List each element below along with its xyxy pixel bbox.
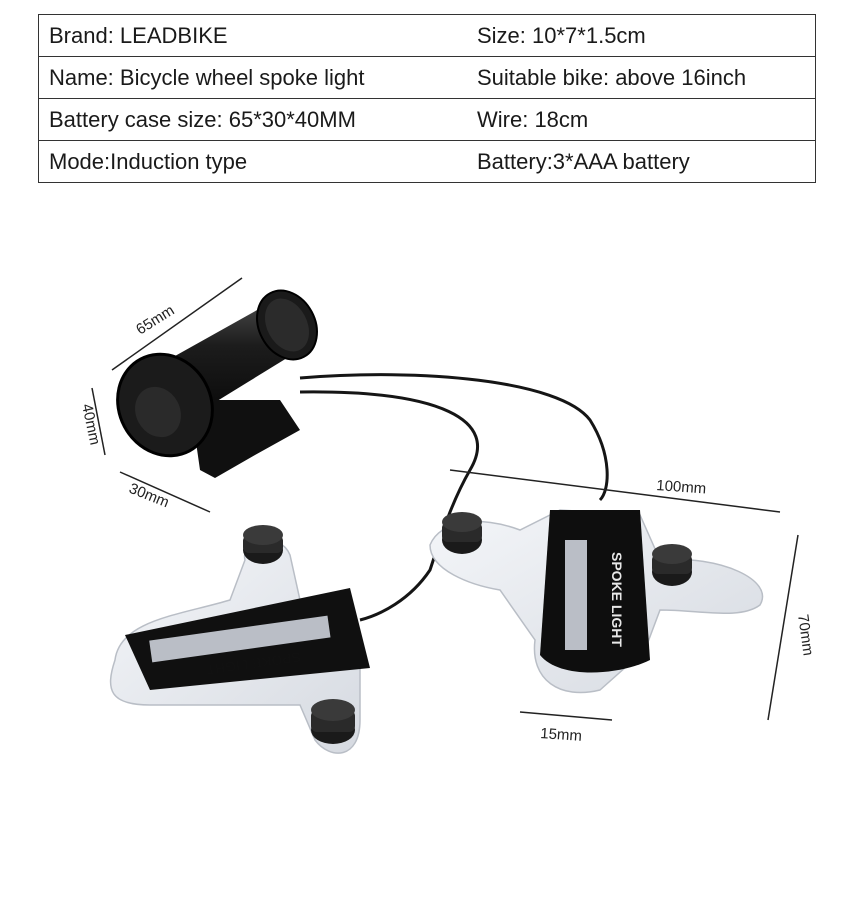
spec-row: Mode:Induction type Battery:3*AAA batter… xyxy=(38,140,816,183)
spec-row: Battery case size: 65*30*40MM Wire: 18cm xyxy=(38,98,816,141)
product-illustration: SPOKE LIGHT SPOKE LIGHT xyxy=(78,277,817,754)
knob xyxy=(442,512,482,554)
light-length-label: 100mm xyxy=(656,477,707,497)
spec-row: Brand: LEADBIKE Size: 10*7*1.5cm xyxy=(38,14,816,57)
battery-case xyxy=(116,289,318,478)
knob xyxy=(311,699,355,744)
spec-mode: Mode:Induction type xyxy=(38,140,467,183)
spec-name: Name: Bicycle wheel spoke light xyxy=(38,56,467,99)
dimension-lines xyxy=(91,277,799,721)
spec-battery-case-size: Battery case size: 65*30*40MM xyxy=(38,98,467,141)
light-height-label: 70mm xyxy=(794,613,817,657)
knob xyxy=(652,544,692,586)
battery-height-label: 40mm xyxy=(78,402,103,446)
spec-battery: Battery:3*AAA battery xyxy=(467,140,816,183)
knob xyxy=(243,525,283,564)
cable xyxy=(299,373,609,622)
spec-size: Size: 10*7*1.5cm xyxy=(467,14,816,57)
battery-length-label: 65mm xyxy=(133,302,177,339)
right-spoke-light: SPOKE LIGHT xyxy=(429,509,763,694)
light-thickness-label: 15mm xyxy=(540,725,583,745)
spec-wire: Wire: 18cm xyxy=(467,98,816,141)
spec-table: Brand: LEADBIKE Size: 10*7*1.5cm Name: B… xyxy=(38,14,816,183)
spec-suitable-bike: Suitable bike: above 16inch xyxy=(467,56,816,99)
spec-brand: Brand: LEADBIKE xyxy=(38,14,467,57)
spec-row: Name: Bicycle wheel spoke light Suitable… xyxy=(38,56,816,99)
left-spoke-light: SPOKE LIGHT xyxy=(109,525,370,754)
right-light-label: SPOKE LIGHT xyxy=(609,552,625,647)
